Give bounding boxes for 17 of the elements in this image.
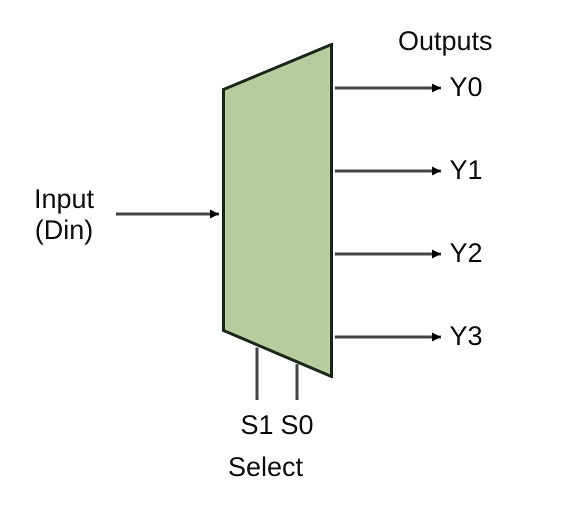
- signal-label: Input (Din): [14, 184, 114, 246]
- signal-label: S0: [278, 410, 316, 442]
- group-label: Select: [228, 452, 304, 482]
- arrow: [116, 210, 219, 218]
- line: [296, 364, 298, 400]
- trapezoid-block: [222, 43, 333, 378]
- arrow: [335, 332, 441, 342]
- line: [256, 348, 258, 400]
- arrow: [335, 84, 441, 92]
- signal-label: Y1: [444, 155, 488, 187]
- heading: Outputs: [398, 26, 493, 56]
- arrow: [335, 166, 441, 176]
- signal-label: Y0: [444, 72, 488, 104]
- signal-label: Y3: [444, 321, 488, 353]
- signal-label: Y2: [444, 238, 488, 270]
- signal-label: S1: [238, 410, 276, 442]
- arrow: [335, 250, 441, 258]
